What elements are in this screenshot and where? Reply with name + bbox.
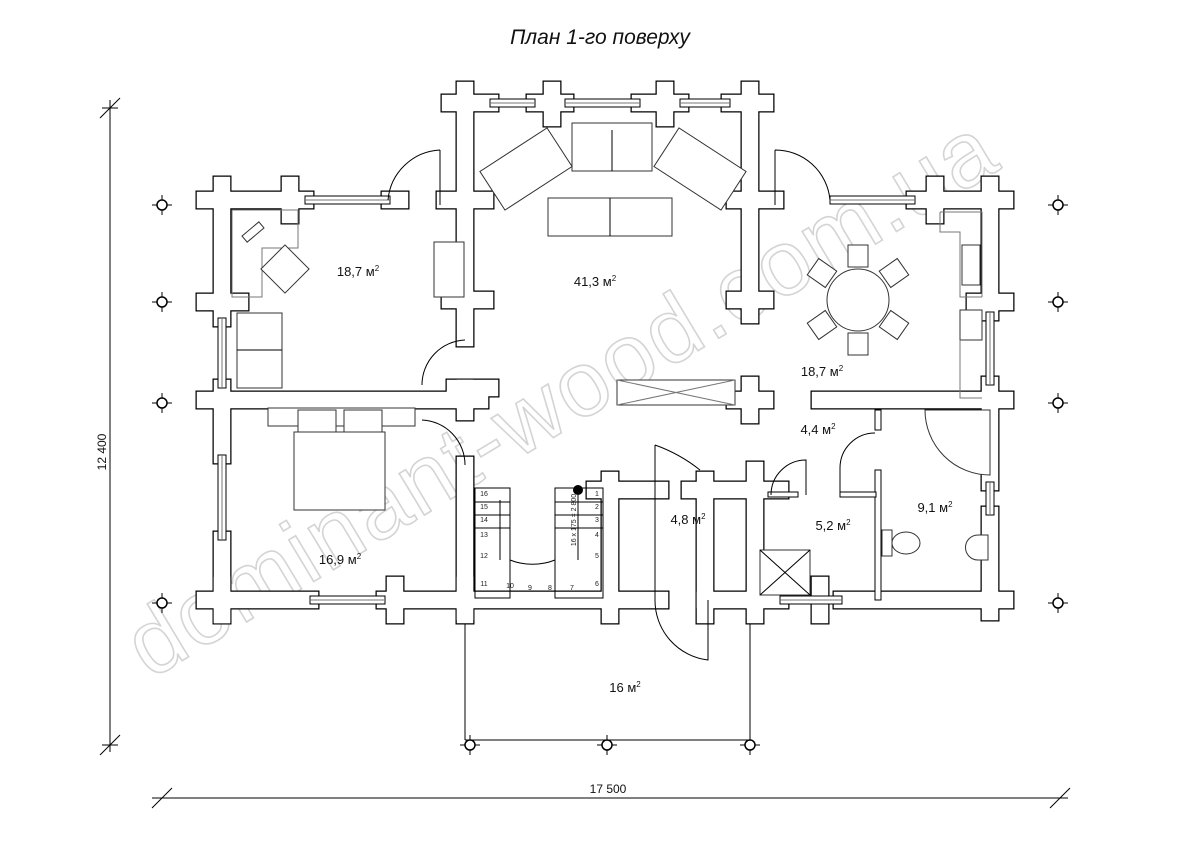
furniture-living	[479, 122, 747, 406]
stair-step-number: 12	[480, 553, 488, 560]
furniture-bedroom	[267, 407, 416, 511]
column-markers	[152, 195, 1068, 755]
stair-step-number: 11	[480, 581, 487, 588]
column-marker	[152, 292, 172, 312]
column-marker	[460, 735, 480, 755]
walls	[195, 80, 1015, 625]
stair-step-number: 3	[595, 517, 599, 524]
column-marker	[1048, 393, 1068, 413]
room-area-label: 16,9 м2	[319, 552, 362, 567]
windows	[217, 98, 995, 605]
room-area-label: 18,7 м2	[801, 364, 844, 379]
column-marker	[597, 735, 617, 755]
stair-step-number: 1	[595, 491, 599, 498]
column-marker	[1048, 195, 1068, 215]
room-area-label: 4,8 м2	[670, 512, 706, 527]
dimension-height-label: 12 400	[95, 433, 109, 470]
plan-title: План 1-го поверху	[510, 26, 690, 49]
stair-step-number: 5	[595, 553, 599, 560]
stair-step-number: 7	[570, 585, 574, 592]
room-labels: 18,7 м2 41,3 м2 18,7 м2 4,4 м2 16,9 м2 4,8 м2…	[319, 264, 953, 695]
stair-step-number: 13	[480, 532, 488, 539]
column-marker	[152, 593, 172, 613]
stair-step-number: 4	[595, 532, 599, 539]
column-marker	[152, 195, 172, 215]
stair-step-number: 6	[595, 581, 599, 588]
stair-step-number: 14	[480, 517, 488, 524]
stair-formula: 16 x 175 = 2 800	[571, 494, 578, 546]
stair-step-number: 9	[528, 585, 532, 592]
dimension-width-label: 17 500	[590, 782, 627, 796]
furniture-office	[231, 209, 465, 389]
room-area-label: 16 м2	[609, 680, 641, 695]
stair-step-number: 15	[480, 504, 488, 511]
room-area-label: 5,2 м2	[815, 518, 851, 533]
room-area-label: 41,3 м2	[574, 274, 617, 289]
stair-step-number: 8	[548, 585, 552, 592]
furniture-dining	[806, 211, 983, 399]
partition-walls	[767, 409, 882, 601]
column-marker	[1048, 292, 1068, 312]
stair-step-number: 10	[506, 583, 514, 590]
column-marker	[1048, 593, 1068, 613]
room-area-label: 4,4 м2	[800, 422, 836, 437]
room-area-label: 9,1 м2	[917, 500, 953, 515]
stair-step-number: 2	[595, 504, 599, 511]
stair-step-number: 16	[480, 491, 488, 498]
furniture-bathroom	[759, 409, 991, 596]
dimension-vertical	[99, 97, 121, 756]
column-marker	[152, 393, 172, 413]
doors	[387, 149, 876, 661]
dimension-horizontal	[151, 787, 1071, 809]
room-area-label: 18,7 м2	[337, 264, 380, 279]
